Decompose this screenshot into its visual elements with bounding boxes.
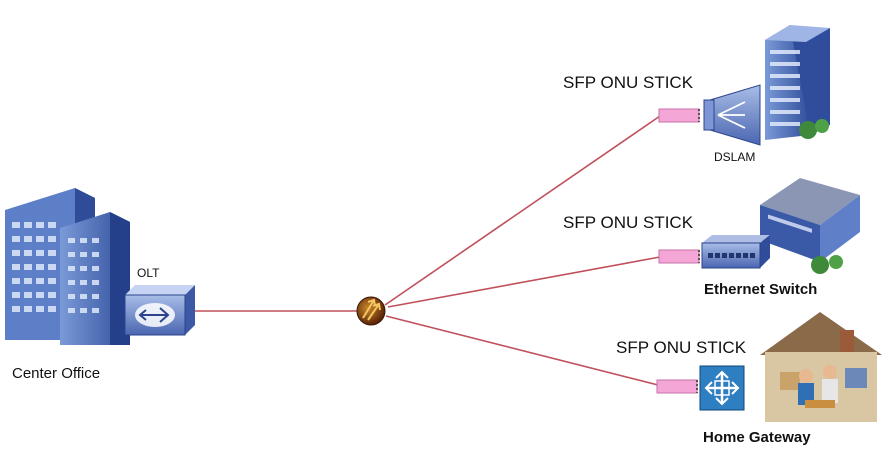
sfp-stick-icon [658, 249, 700, 264]
dslam-device-icon [703, 84, 761, 146]
splitter-icon [356, 296, 386, 326]
olt-device-icon [124, 285, 195, 336]
fiber-to-switch [387, 256, 661, 308]
home-gateway-icon [699, 365, 745, 411]
office-building-icon [5, 188, 130, 345]
sfp-stick-icon [656, 379, 698, 394]
olt-label: OLT [137, 266, 160, 280]
sfp-label-switch: SFP ONU STICK [563, 213, 694, 232]
sfp-stick-icon [658, 108, 700, 123]
ethernet-switch-icon [701, 235, 770, 269]
dslam-label: DSLAM [714, 150, 756, 164]
sfp-label-dslam: SFP ONU STICK [563, 73, 694, 92]
fiber-to-gateway [385, 315, 659, 386]
ethernet-switch-label: Ethernet Switch [704, 281, 818, 298]
home-gateway-label: Home Gateway [703, 429, 811, 446]
center-office-label: Center Office [12, 365, 101, 382]
house-icon [760, 312, 882, 422]
sfp-label-gateway: SFP ONU STICK [616, 338, 747, 357]
warehouse-building-icon [760, 178, 860, 274]
fiber-to-dslam [384, 115, 661, 306]
tower-building-icon [765, 25, 830, 140]
fiber-lines [195, 115, 661, 386]
